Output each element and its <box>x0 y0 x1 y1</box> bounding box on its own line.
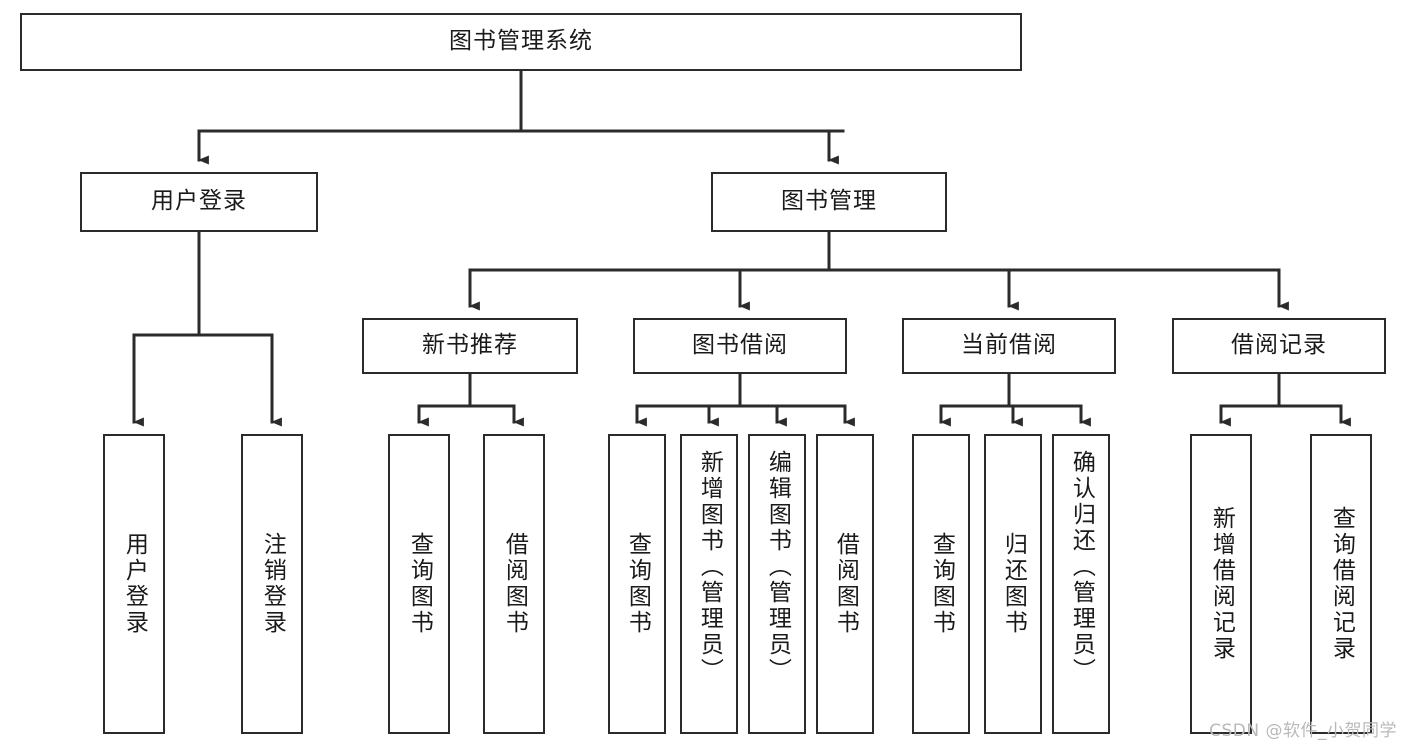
node-borrow-record[interactable]: 借阅记录 <box>1172 318 1386 374</box>
node-book-borrow[interactable]: 图书借阅 <box>633 318 847 374</box>
node-leaf-cur-query-book-label: 查询图书 <box>928 532 955 636</box>
node-leaf-rec-query-book[interactable]: 查询图书 <box>388 434 450 734</box>
node-user-login[interactable]: 用户登录 <box>80 172 318 232</box>
node-leaf-cur-confirm-return-label: 确认归还（管理员） <box>1068 450 1095 684</box>
node-leaf-borrow-lend-book-label: 借阅图书 <box>832 532 859 636</box>
node-leaf-cur-return-book-label: 归还图书 <box>1000 532 1027 636</box>
node-new-book-rec-label: 新书推荐 <box>422 332 518 359</box>
node-root-label: 图书管理系统 <box>449 28 593 55</box>
node-leaf-borrow-add-book[interactable]: 新增图书（管理员） <box>680 434 738 734</box>
csdn-watermark: CSDN @软件_小贺同学 <box>1209 721 1397 741</box>
node-borrow-record-label: 借阅记录 <box>1231 332 1327 359</box>
node-leaf-rec-query-record-label: 查询借阅记录 <box>1328 506 1355 662</box>
node-leaf-borrow-edit-book-label: 编辑图书（管理员） <box>764 450 791 684</box>
node-leaf-borrow-add-book-label: 新增图书（管理员） <box>696 450 723 684</box>
node-leaf-rec-borrow-book-label: 借阅图书 <box>501 532 528 636</box>
node-current-borrow-label: 当前借阅 <box>961 332 1057 359</box>
node-user-login-label: 用户登录 <box>151 188 247 215</box>
node-leaf-rec-query-book-label: 查询图书 <box>406 532 433 636</box>
node-leaf-cur-return-book[interactable]: 归还图书 <box>984 434 1042 734</box>
node-current-borrow[interactable]: 当前借阅 <box>902 318 1116 374</box>
node-leaf-user-login[interactable]: 用户登录 <box>103 434 165 734</box>
node-leaf-borrow-edit-book[interactable]: 编辑图书（管理员） <box>748 434 806 734</box>
node-new-book-rec[interactable]: 新书推荐 <box>362 318 578 374</box>
node-leaf-borrow-query-book[interactable]: 查询图书 <box>608 434 666 734</box>
node-book-borrow-label: 图书借阅 <box>692 332 788 359</box>
node-leaf-borrow-lend-book[interactable]: 借阅图书 <box>816 434 874 734</box>
node-leaf-cur-query-book[interactable]: 查询图书 <box>912 434 970 734</box>
node-root[interactable]: 图书管理系统 <box>20 13 1022 71</box>
node-leaf-rec-borrow-book[interactable]: 借阅图书 <box>483 434 545 734</box>
node-leaf-rec-query-record[interactable]: 查询借阅记录 <box>1310 434 1372 734</box>
node-book-manage[interactable]: 图书管理 <box>711 172 947 232</box>
node-book-manage-label: 图书管理 <box>781 188 877 215</box>
node-leaf-user-logout[interactable]: 注销登录 <box>241 434 303 734</box>
node-leaf-borrow-query-book-label: 查询图书 <box>624 532 651 636</box>
node-leaf-user-login-label: 用户登录 <box>121 532 148 636</box>
node-leaf-rec-add-record[interactable]: 新增借阅记录 <box>1190 434 1252 734</box>
node-leaf-rec-add-record-label: 新增借阅记录 <box>1208 506 1235 662</box>
node-leaf-cur-confirm-return[interactable]: 确认归还（管理员） <box>1052 434 1110 734</box>
node-leaf-user-logout-label: 注销登录 <box>259 532 286 636</box>
